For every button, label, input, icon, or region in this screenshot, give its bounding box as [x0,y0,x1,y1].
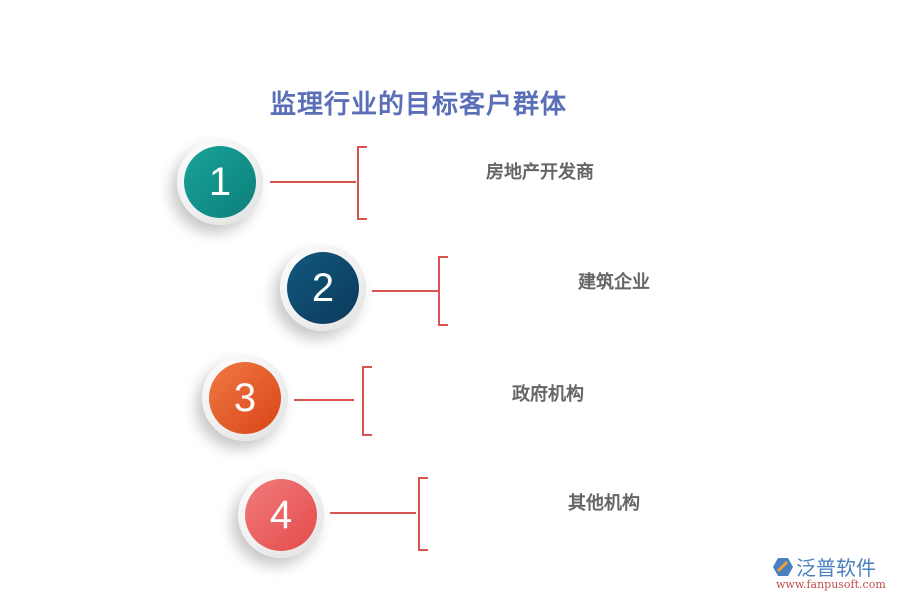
number-disc: 2 [287,252,359,324]
number-disc: 4 [245,479,317,551]
number-badge-4: 4 [238,472,324,558]
connector-line-4 [330,512,416,514]
bracket-1 [357,146,367,220]
bracket-3 [362,366,372,436]
connector-line-2 [372,290,438,292]
diagram-title: 监理行业的目标客户群体 [270,90,568,120]
logo-icon [773,558,793,576]
number-disc: 1 [184,146,256,218]
number-badge-1: 1 [177,139,263,225]
number-badge-3: 3 [202,355,288,441]
item-label-3: 政府机构 [512,384,584,405]
bracket-4 [418,477,428,551]
logo-name: 泛普软件 [796,556,876,580]
logo-url: www.fanpusoft.com [776,578,886,591]
fanpu-logo: 泛普软件 www.fanpusoft.com [768,552,896,598]
connector-line-1 [270,181,356,183]
number-disc: 3 [209,362,281,434]
number-badge-2: 2 [280,245,366,331]
item-label-1: 房地产开发商 [486,162,594,183]
item-label-4: 其他机构 [568,493,640,514]
connector-line-3 [294,399,354,401]
item-label-2: 建筑企业 [578,272,650,293]
bracket-2 [438,256,448,326]
